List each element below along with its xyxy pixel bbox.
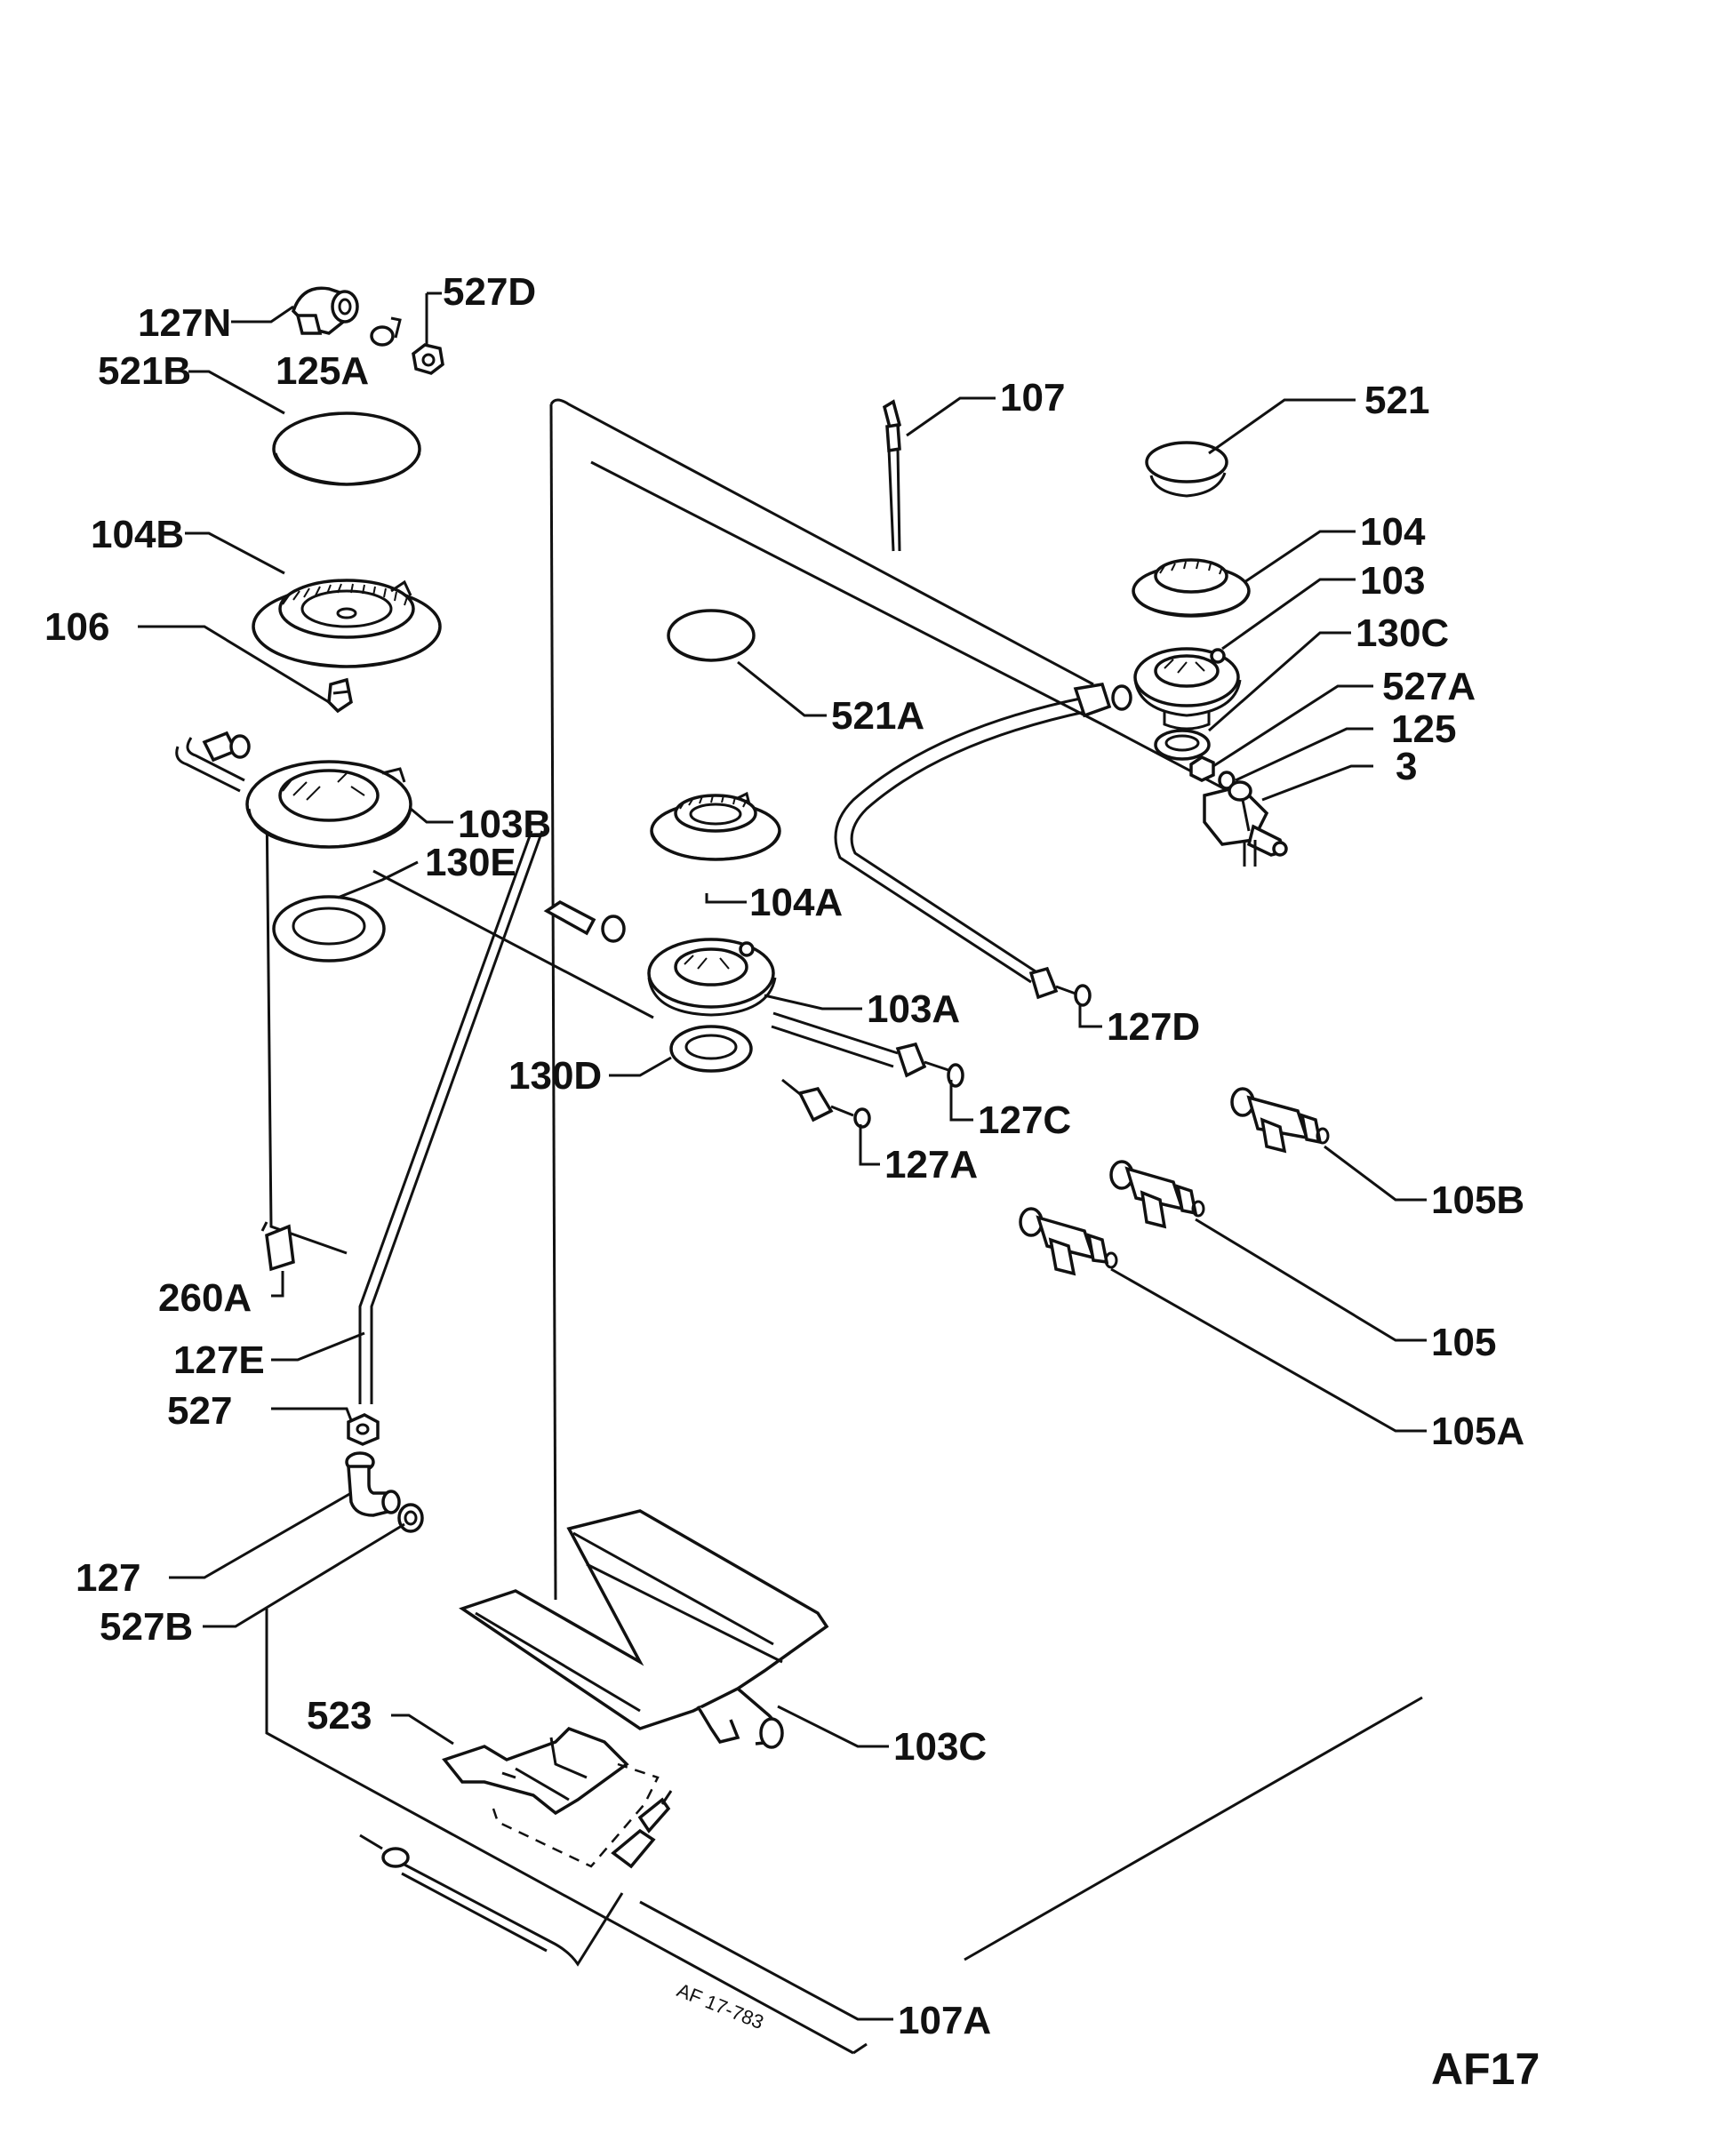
label-527B: 527B <box>100 1605 193 1649</box>
gas-pipe-127A <box>781 1078 871 1129</box>
lead-107A <box>359 1790 673 1967</box>
ignition-dashed-link <box>492 1762 660 1868</box>
gas-pipe-127D <box>834 683 1132 1007</box>
label-127: 127 <box>76 1556 140 1600</box>
label-104: 104 <box>1360 510 1426 554</box>
label-527A: 527A <box>1382 665 1476 708</box>
label-130E: 130E <box>425 841 516 884</box>
nut-125A <box>370 325 395 347</box>
label-107A: 107A <box>898 1999 991 2042</box>
burner-crown-104A <box>650 791 781 861</box>
injector-fitting <box>543 899 626 943</box>
label-527D: 527D <box>443 270 536 314</box>
burner-cap-521B <box>272 411 421 486</box>
label-527: 527 <box>167 1389 232 1433</box>
label-523: 523 <box>307 1694 372 1738</box>
seal-ring-130E <box>272 895 386 963</box>
drawing-stamp: AF 17-783 <box>674 1978 767 2033</box>
tap-3 <box>1203 780 1288 867</box>
thermocouple-107 <box>882 399 902 552</box>
tap-105 <box>1109 1160 1205 1229</box>
label-103: 103 <box>1360 559 1425 603</box>
ignition-bracket-523 <box>442 1726 629 1816</box>
burner-cap-521A <box>667 609 756 662</box>
label-104A: 104A <box>749 881 843 924</box>
burner-crown-104 <box>1132 558 1251 618</box>
drawing-reference: AF17 <box>1431 2044 1540 2094</box>
label-103B: 103B <box>458 803 551 846</box>
label-521A: 521A <box>831 694 924 738</box>
label-127A: 127A <box>884 1143 978 1186</box>
label-260A: 260A <box>158 1276 252 1320</box>
label-125: 125 <box>1391 707 1456 751</box>
label-130D: 130D <box>508 1054 602 1098</box>
label-127C: 127C <box>978 1098 1071 1142</box>
label-130C: 130C <box>1356 611 1449 655</box>
nut-527A <box>1189 755 1215 782</box>
bracket-103C <box>459 1509 829 1749</box>
nut-527D <box>412 343 444 375</box>
burner-body-103A <box>647 938 777 1017</box>
part-labels: 127N 527D 521B 125A 104B 106 103B 130E 1… <box>44 270 1524 2042</box>
label-105: 105 <box>1431 1321 1496 1364</box>
label-127D: 127D <box>1107 1005 1200 1049</box>
label-103C: 103C <box>893 1725 987 1769</box>
label-521B: 521B <box>98 349 191 393</box>
label-107: 107 <box>1000 376 1065 419</box>
clip-260A <box>260 1221 295 1272</box>
label-106: 106 <box>44 605 109 649</box>
seal-ring-130C <box>1154 729 1211 761</box>
label-127E: 127E <box>173 1338 265 1382</box>
seal-ring-130D <box>669 1025 753 1073</box>
pipe-to-103B <box>175 731 251 793</box>
nut-527 <box>347 1413 380 1446</box>
burner-body-103 <box>1133 647 1242 731</box>
label-125A: 125A <box>276 349 369 393</box>
elbow-fitting-127N <box>291 286 359 335</box>
nut-527B <box>397 1503 424 1533</box>
injector-106 <box>327 677 353 714</box>
label-3: 3 <box>1396 745 1417 788</box>
hob-frame-outline <box>265 398 1423 2055</box>
label-127N: 127N <box>138 301 231 345</box>
burner-crown-104B <box>252 579 442 668</box>
burner-cap-521 <box>1145 441 1228 498</box>
label-105A: 105A <box>1431 1410 1524 1453</box>
burner-body-103B <box>245 760 412 849</box>
tap-105A <box>1019 1207 1118 1276</box>
tap-105B <box>1230 1087 1330 1154</box>
label-521: 521 <box>1364 379 1429 422</box>
gas-pipe-127E <box>358 830 544 1404</box>
label-104B: 104B <box>91 513 184 556</box>
leader-lines <box>138 292 1427 2021</box>
elbow-127 <box>345 1451 401 1517</box>
label-103A: 103A <box>867 987 960 1031</box>
label-105B: 105B <box>1431 1178 1524 1222</box>
